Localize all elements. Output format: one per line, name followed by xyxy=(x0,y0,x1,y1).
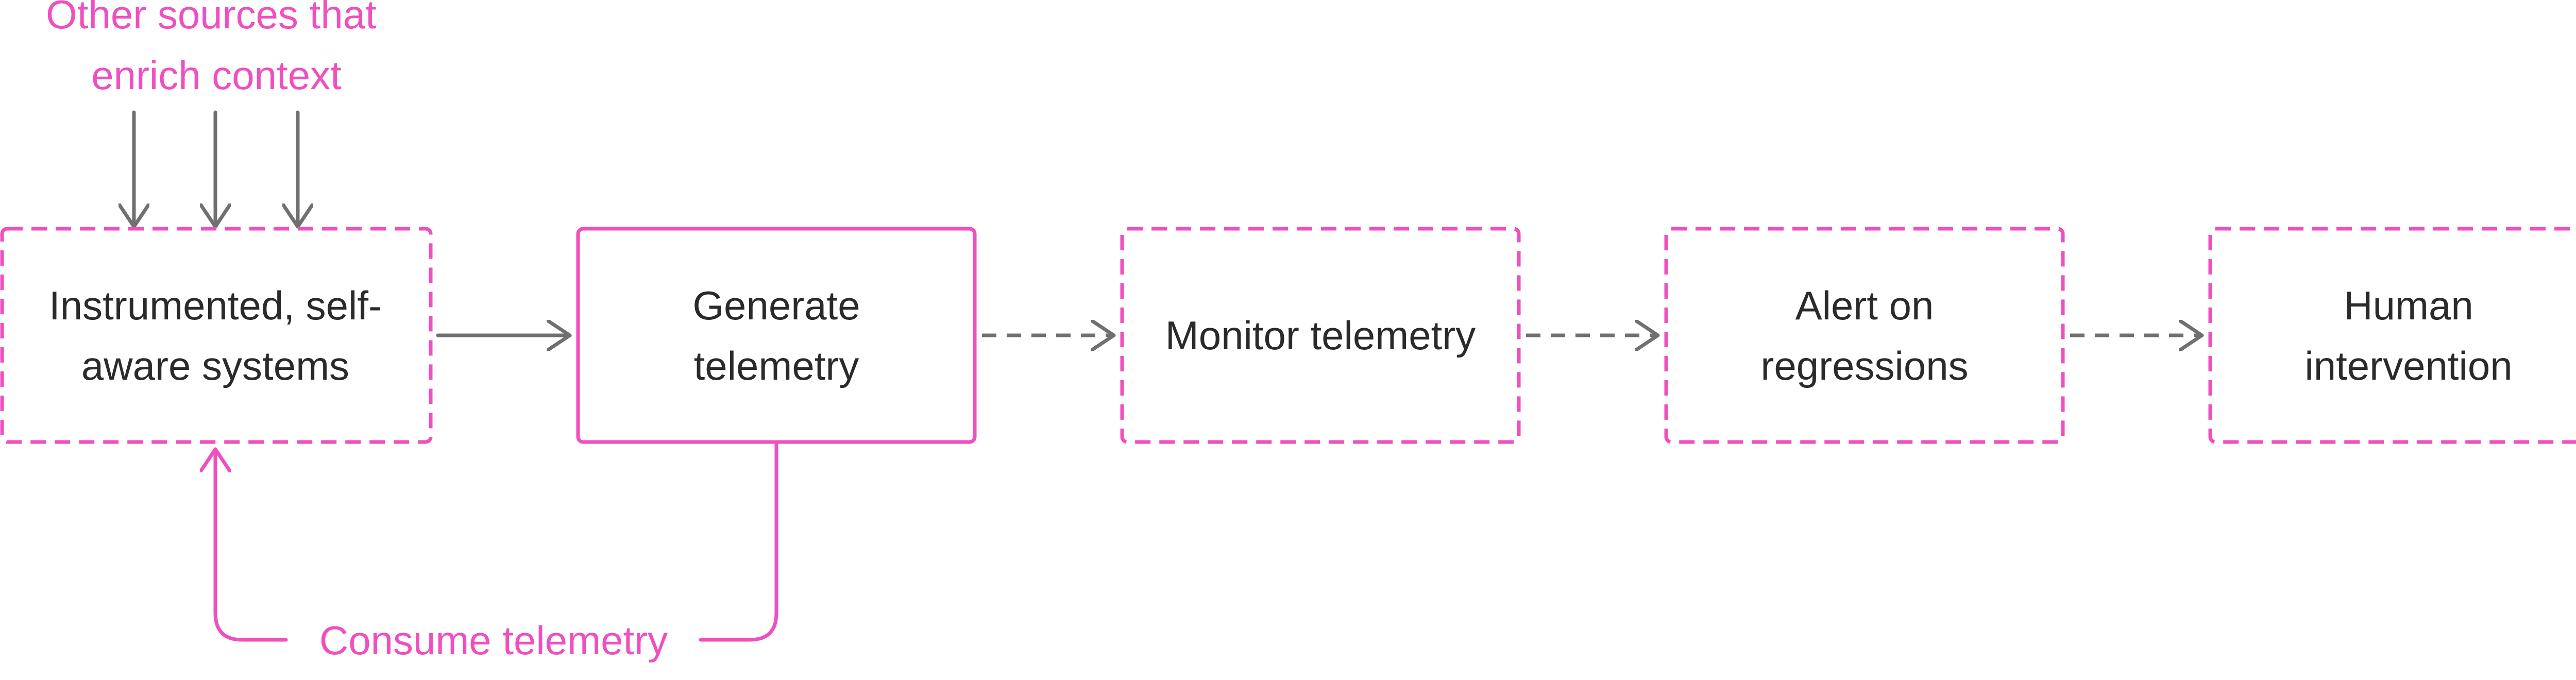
node-generate-label-line1: Generate xyxy=(692,283,860,328)
enrich-context-label-line1: Other sources that xyxy=(46,0,377,37)
node-human-box xyxy=(2208,227,2576,444)
node-human-intervention: Human intervention xyxy=(2208,227,2576,444)
node-monitor-box xyxy=(1120,227,1521,444)
node-generate-box xyxy=(576,227,977,444)
node-instrumented-label-line2: aware systems xyxy=(81,343,349,388)
node-monitor-label: Monitor telemetry xyxy=(1165,313,1476,358)
node-alert-label-line1: Alert on xyxy=(1795,283,1934,328)
enrich-context-label-line2: enrich context xyxy=(91,53,342,98)
node-alert-box xyxy=(1664,227,2065,444)
node-instrumented-box xyxy=(0,227,433,444)
node-alert-regressions: Alert on regressions xyxy=(1664,227,2065,444)
node-human-label-line1: Human xyxy=(2344,283,2473,328)
node-instrumented-systems: Instrumented, self- aware systems xyxy=(0,227,433,444)
node-monitor-telemetry: Monitor telemetry xyxy=(1120,227,1521,444)
node-instrumented-label-line1: Instrumented, self- xyxy=(49,283,382,328)
node-generate-telemetry: Generate telemetry xyxy=(576,227,977,444)
feedback-loop-right-segment xyxy=(699,440,778,642)
consume-telemetry-label: Consume telemetry xyxy=(319,618,668,663)
node-human-label-line2: intervention xyxy=(2304,343,2512,388)
feedback-loop-left-segment xyxy=(215,447,288,642)
node-generate-label-line2: telemetry xyxy=(694,343,859,388)
node-alert-label-line2: regressions xyxy=(1760,343,1968,388)
